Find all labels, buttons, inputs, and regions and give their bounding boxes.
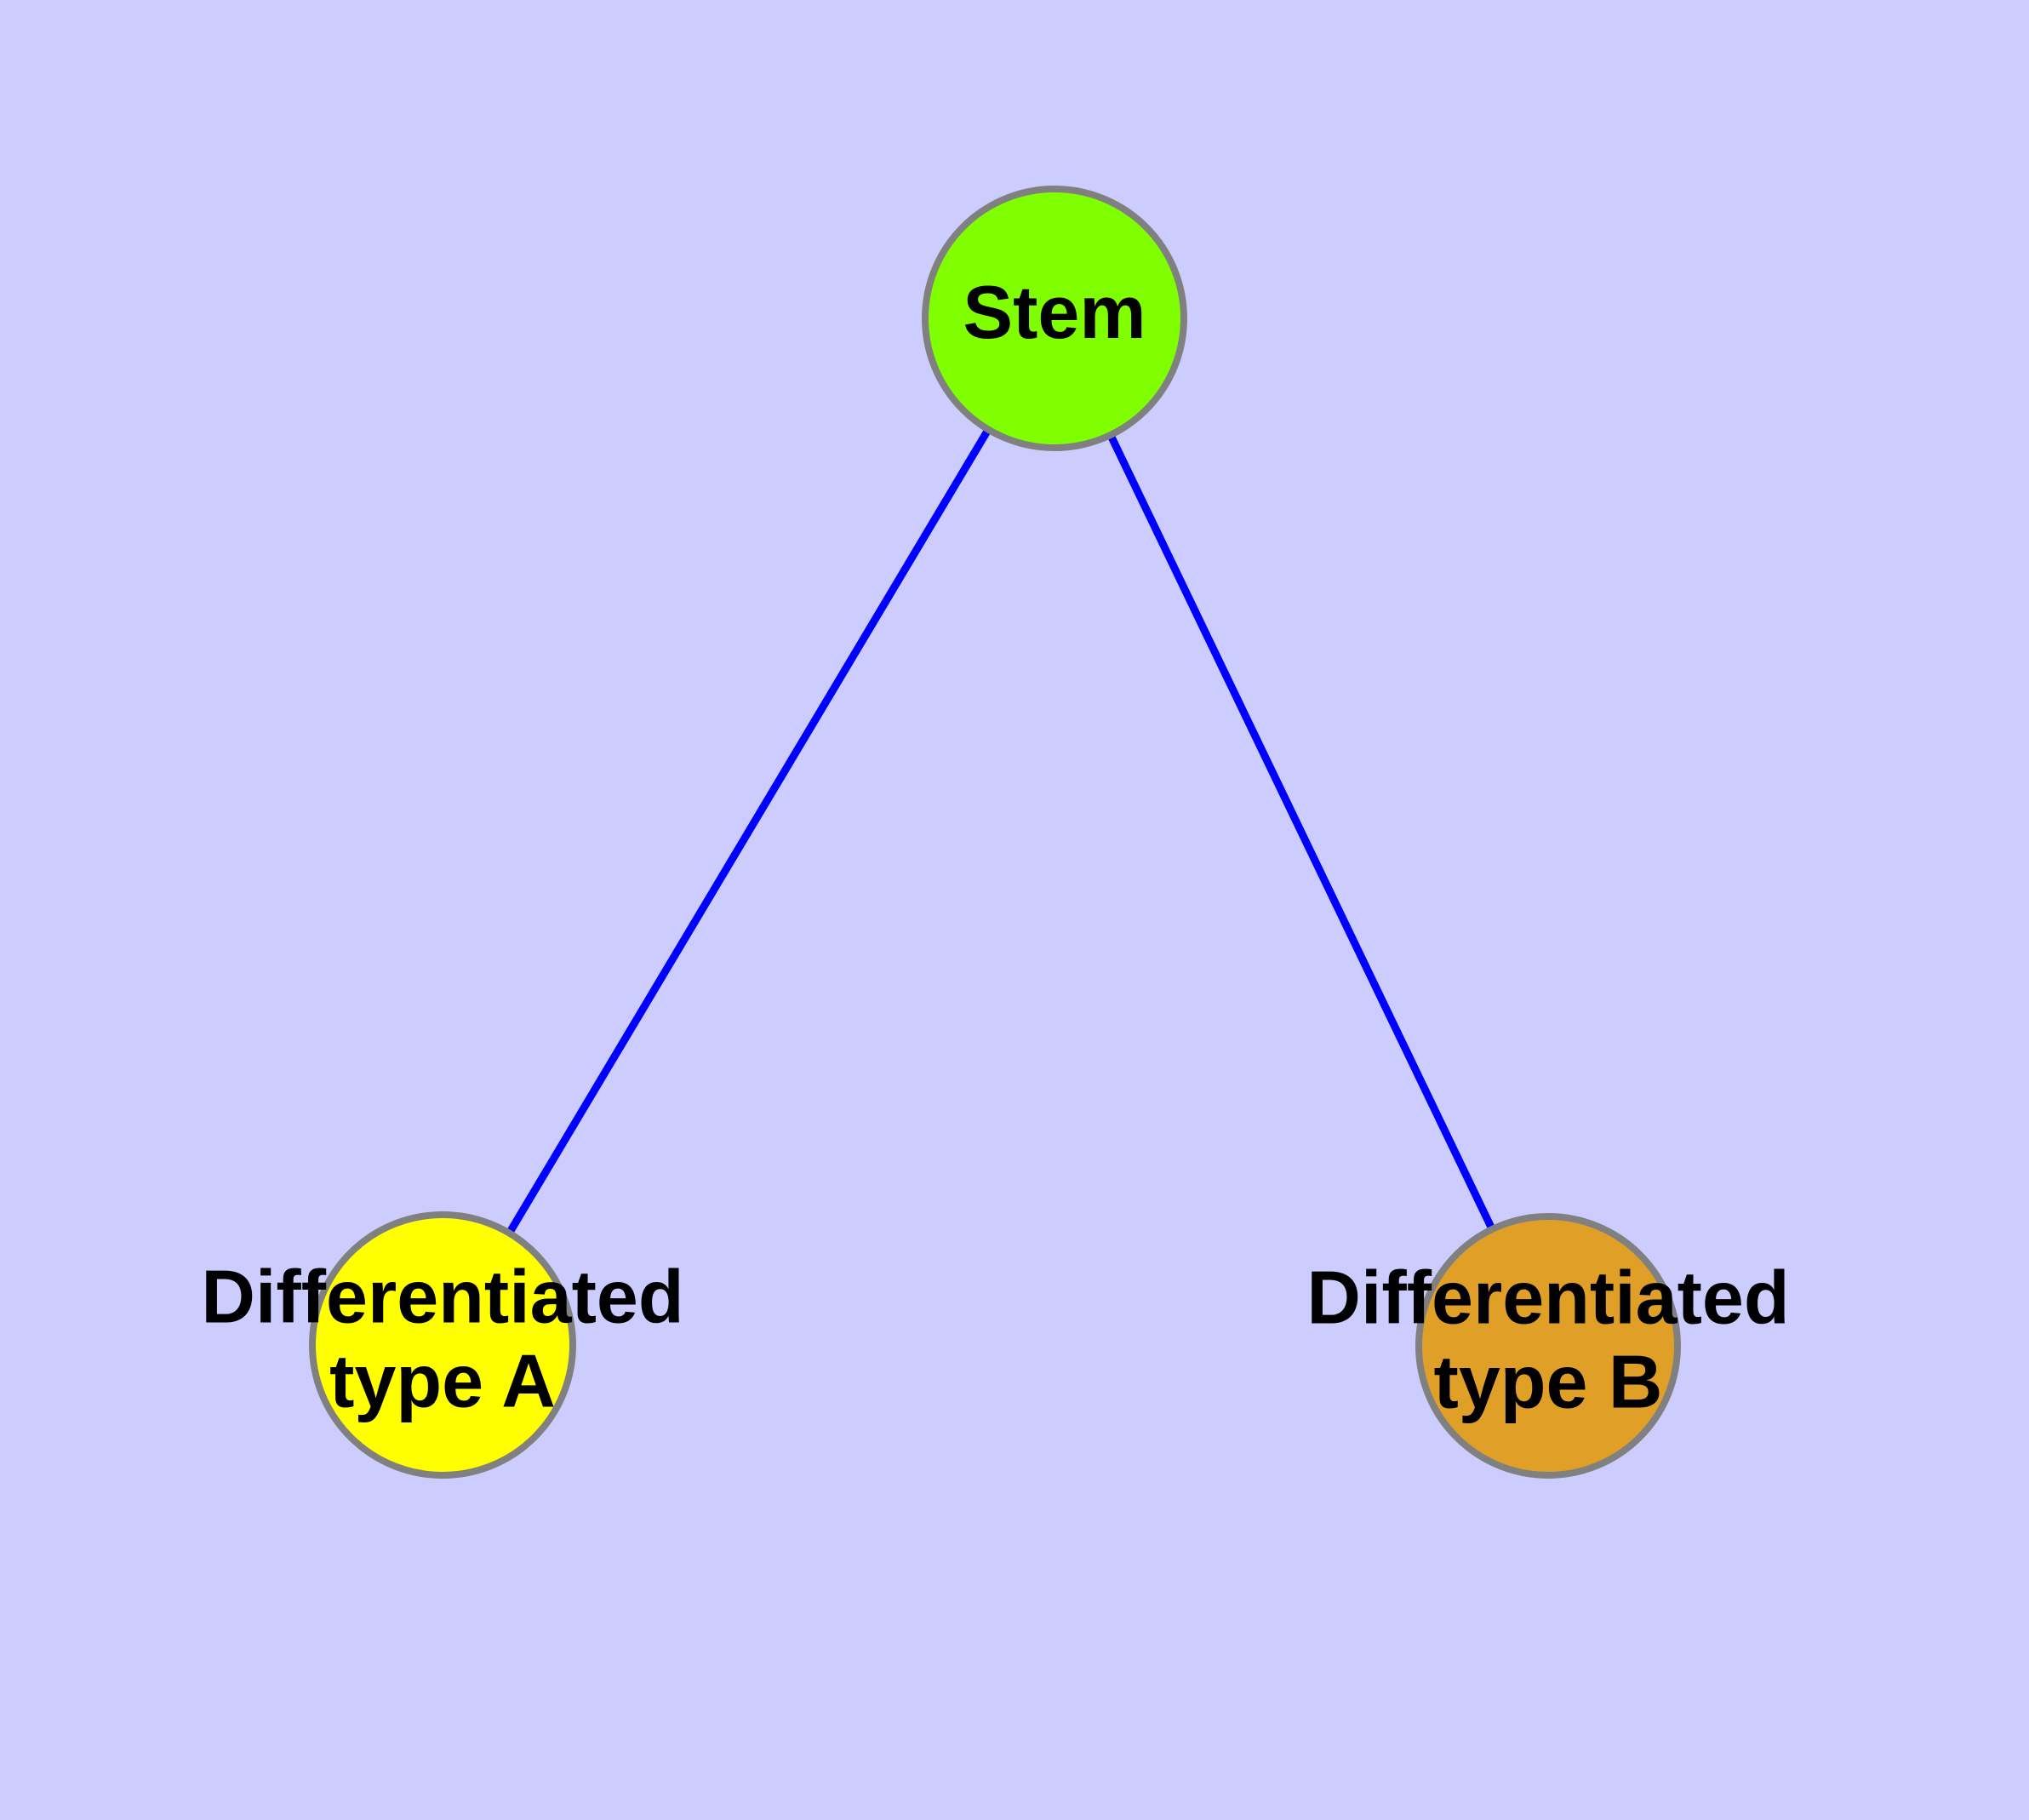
edge-stem-diff-a[interactable] [439, 316, 1058, 1348]
edges-layer [439, 316, 1552, 1348]
edge-stem-diff-b[interactable] [1050, 317, 1552, 1348]
node-diff_a[interactable] [309, 1211, 576, 1479]
node-label-line: type A [329, 1339, 556, 1423]
node-label-line: Stem [963, 270, 1146, 354]
node-label-line: Differentiated [201, 1255, 683, 1339]
node-label-line: type B [1434, 1340, 1663, 1424]
node-stem[interactable] [922, 186, 1187, 451]
node-label-stem: Stem [963, 270, 1146, 354]
node-diff_b[interactable] [1415, 1213, 1681, 1479]
node-label-line: Differentiated [1306, 1256, 1789, 1340]
nodes-layer [309, 186, 1681, 1479]
